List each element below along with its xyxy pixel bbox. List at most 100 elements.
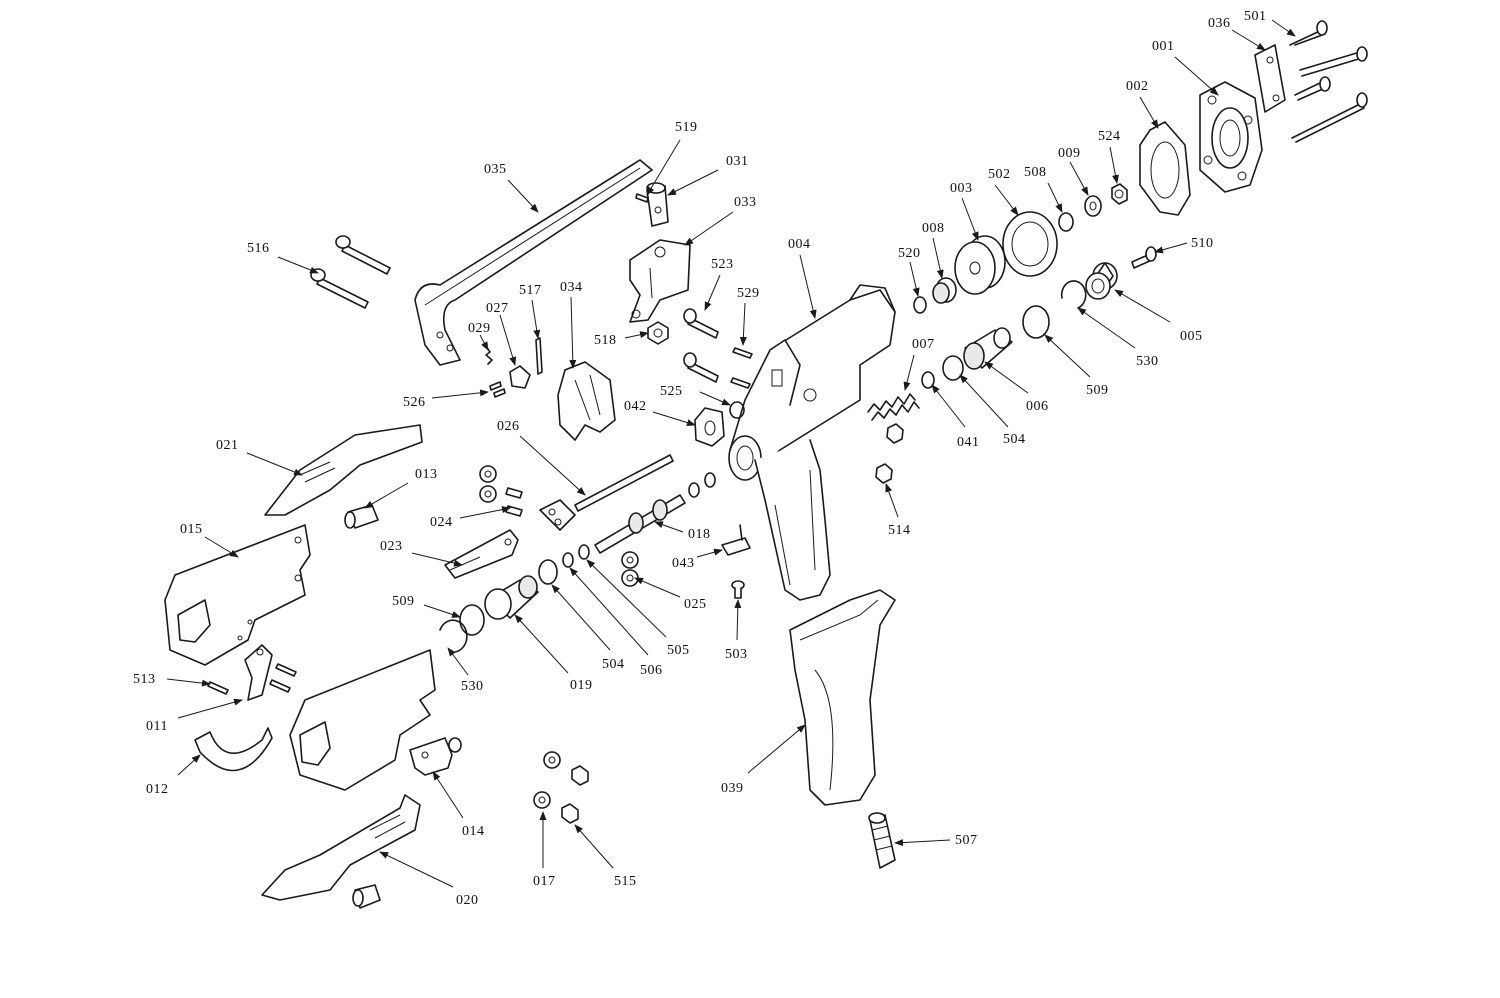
callout-005: 005 — [1180, 329, 1203, 344]
callout-039: 039 — [721, 781, 744, 796]
leader-530a — [447, 647, 469, 676]
part-036-plate — [1254, 44, 1286, 113]
leader-036 — [1231, 29, 1266, 51]
part-025-washers — [621, 551, 639, 587]
part-008-bearing — [932, 277, 957, 304]
part-513-pins — [207, 663, 297, 695]
leader-520 — [909, 261, 920, 297]
part-503-pin — [731, 580, 745, 599]
leader-005 — [1114, 289, 1171, 323]
part-514-nuts — [875, 423, 904, 484]
callout-529: 529 — [737, 286, 760, 301]
callout-516: 516 — [247, 241, 270, 256]
leader-043 — [696, 548, 723, 558]
callout-503: 503 — [725, 647, 748, 662]
part-530-clip-left — [439, 619, 468, 653]
callout-019: 019 — [570, 678, 593, 693]
callout-002: 002 — [1126, 79, 1149, 94]
leader-515 — [574, 824, 614, 869]
leader-504a — [551, 584, 611, 651]
part-023-link — [444, 529, 519, 579]
leader-027 — [499, 314, 517, 366]
leader-510 — [1154, 242, 1188, 254]
callout-524: 524 — [1098, 129, 1121, 144]
leader-033 — [684, 211, 734, 246]
callout-508: 508 — [1024, 165, 1047, 180]
leader-021 — [246, 452, 303, 476]
leader-513 — [166, 678, 211, 687]
part-519-screw — [635, 193, 649, 203]
callout-025: 025 — [684, 597, 707, 612]
callout-510: 510 — [1191, 236, 1214, 251]
part-501-bolts — [1289, 20, 1368, 143]
leader-034 — [569, 296, 577, 369]
leader-526 — [431, 389, 489, 399]
part-517-pin — [535, 337, 543, 375]
callout-519: 519 — [675, 120, 698, 135]
leader-007 — [903, 354, 915, 391]
leader-020 — [379, 851, 454, 888]
callout-509b: 509 — [1086, 383, 1109, 398]
leader-501 — [1271, 19, 1296, 37]
callout-011: 011 — [146, 719, 168, 734]
callout-024: 024 — [430, 515, 453, 530]
part-013-bushing — [344, 504, 379, 529]
leader-009 — [1069, 161, 1089, 196]
leader-505 — [586, 559, 667, 638]
leader-506 — [569, 567, 649, 656]
callout-517: 517 — [519, 283, 542, 298]
leader-524 — [1109, 146, 1119, 184]
callout-518: 518 — [594, 333, 617, 348]
callout-504a: 504 — [602, 657, 625, 672]
part-509-ring-left — [459, 604, 485, 636]
part-518-nut — [647, 321, 669, 345]
callout-501: 501 — [1244, 9, 1267, 24]
callout-026: 026 — [497, 419, 520, 434]
part-510-screw — [1131, 246, 1157, 269]
part-006-valve — [963, 327, 1013, 370]
part-509-ring-right — [1022, 305, 1050, 339]
leader-015 — [204, 536, 239, 558]
callout-530b: 530 — [1136, 354, 1159, 369]
part-515-nuts — [561, 765, 589, 824]
callout-027: 027 — [486, 301, 509, 316]
callout-526: 526 — [403, 395, 426, 410]
leader-012 — [177, 754, 201, 776]
leader-507 — [894, 839, 951, 847]
part-019-valve-body — [484, 575, 539, 620]
callout-502: 502 — [988, 167, 1011, 182]
callout-018: 018 — [688, 527, 711, 542]
leader-509a — [423, 604, 461, 618]
leader-514 — [885, 483, 899, 518]
part-024-washers — [479, 465, 523, 517]
callout-029: 029 — [468, 321, 491, 336]
part-043-clip — [721, 524, 751, 556]
leader-013 — [364, 482, 409, 509]
leader-516 — [277, 256, 319, 274]
callout-520: 520 — [898, 246, 921, 261]
part-520-ring — [913, 296, 927, 314]
callout-507: 507 — [955, 833, 978, 848]
leaders-layer — [166, 19, 1296, 888]
callout-004: 004 — [788, 237, 811, 252]
callout-515: 515 — [614, 874, 637, 889]
leader-004 — [799, 254, 817, 319]
part-523-screws — [683, 308, 719, 383]
leader-011 — [177, 698, 243, 719]
callout-043: 043 — [672, 556, 695, 571]
part-508-o-ring — [1058, 212, 1074, 232]
leader-029 — [479, 334, 489, 351]
part-504-ring-right — [942, 355, 964, 381]
leader-517 — [531, 299, 541, 339]
part-011-cam — [244, 644, 273, 701]
callout-041: 041 — [957, 435, 980, 450]
callout-023: 023 — [380, 539, 403, 554]
leader-031 — [667, 169, 719, 196]
callout-014: 014 — [462, 824, 485, 839]
part-041-ring — [921, 371, 935, 389]
part-005-bushing — [1085, 262, 1118, 300]
leader-523 — [704, 274, 721, 311]
part-033-bracket — [629, 239, 691, 323]
leader-504b — [959, 374, 1009, 428]
callout-036: 036 — [1208, 16, 1231, 31]
